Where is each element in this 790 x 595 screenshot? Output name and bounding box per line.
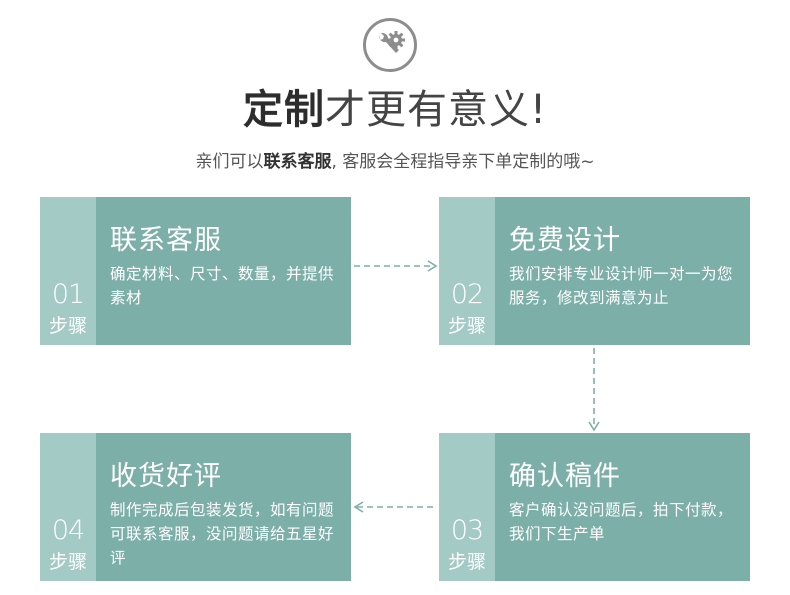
step-label-3: 步骤 xyxy=(447,551,486,573)
step-title-4: 收货好评 xyxy=(110,461,222,492)
headline-strong: 定制 xyxy=(242,87,325,133)
step-card-1: 01 步骤 联系客服 确定材料、尺寸、数量，并提供素材 xyxy=(40,197,351,345)
step-label-4: 步骤 xyxy=(48,551,87,573)
step-body-2: 免费设计 我们安排专业设计师一对一为您服务，修改到满意为止 xyxy=(495,197,750,345)
step-number-4: 04 xyxy=(51,515,85,546)
step-title-3: 确认稿件 xyxy=(509,461,621,492)
step-body-1: 联系客服 确定材料、尺寸、数量，并提供素材 xyxy=(96,197,351,345)
step-side-4: 04 步骤 xyxy=(40,433,96,581)
subline-strong: 联系客服 xyxy=(263,152,332,172)
step-desc-2: 我们安排专业设计师一对一为您服务，修改到满意为止 xyxy=(509,265,734,307)
step-title-1: 联系客服 xyxy=(110,225,222,256)
step-title-2: 免费设计 xyxy=(509,225,621,256)
tools-logo xyxy=(363,18,417,72)
step-number-3: 03 xyxy=(450,515,484,546)
step-number-2: 02 xyxy=(450,279,484,310)
step-card-3: 03 步骤 确认稿件 客户确认没问题后，拍下付款，我们下生产单 xyxy=(439,433,750,581)
subline-after: , 客服会全程指导亲下单定制的哦~ xyxy=(331,152,595,172)
step-body-4: 收货好评 制作完成后包装发货，如有问题可联系客服，没问题请给五星好评 xyxy=(96,433,351,581)
step-label-1: 步骤 xyxy=(48,315,87,337)
step-number-1: 01 xyxy=(51,279,85,310)
page-subline: 亲们可以联系客服, 客服会全程指导亲下单定制的哦~ xyxy=(0,150,790,174)
step-desc-1: 确定材料、尺寸、数量，并提供素材 xyxy=(110,265,335,307)
step-label-2: 步骤 xyxy=(447,315,486,337)
headline-light: 才更有意义! xyxy=(324,87,548,133)
page-headline: 定制才更有意义! xyxy=(0,84,790,136)
arrow-step1-to-step2-icon xyxy=(354,260,438,272)
arrow-step2-to-step3-icon xyxy=(588,348,600,432)
step-desc-4: 制作完成后包装发货，如有问题可联系客服，没问题请给五星好评 xyxy=(110,501,335,567)
step-side-3: 03 步骤 xyxy=(439,433,495,581)
tools-icon xyxy=(378,31,405,53)
step-card-2: 02 步骤 免费设计 我们安排专业设计师一对一为您服务，修改到满意为止 xyxy=(439,197,750,345)
step-desc-3: 客户确认没问题后，拍下付款，我们下生产单 xyxy=(509,501,734,543)
subline-before: 亲们可以 xyxy=(195,152,264,172)
step-body-3: 确认稿件 客户确认没问题后，拍下付款，我们下生产单 xyxy=(495,433,750,581)
arrow-step3-to-step4-icon xyxy=(353,501,437,513)
step-side-2: 02 步骤 xyxy=(439,197,495,345)
step-card-4: 04 步骤 收货好评 制作完成后包装发货，如有问题可联系客服，没问题请给五星好评 xyxy=(40,433,351,581)
step-side-1: 01 步骤 xyxy=(40,197,96,345)
